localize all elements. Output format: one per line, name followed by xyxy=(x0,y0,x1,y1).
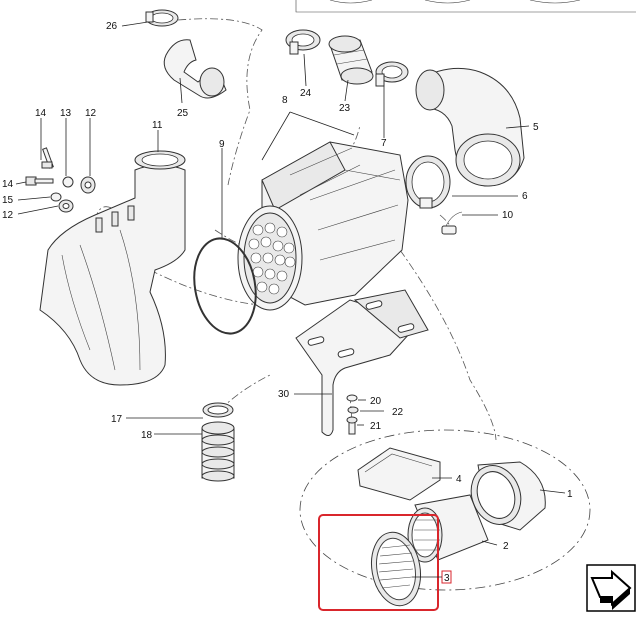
bellows-hose-18 xyxy=(201,421,235,482)
callout-12-lower: 12 xyxy=(2,210,14,221)
callout-20: 20 xyxy=(370,396,382,407)
callout-labels: 26 25 24 23 8 7 5 14 13 12 11 9 14 15 12… xyxy=(2,21,573,584)
inset-box-fragment xyxy=(295,0,636,13)
intake-duct-11 xyxy=(39,150,186,386)
large-elbow-hose-5 xyxy=(415,67,525,187)
sensor-10 xyxy=(441,211,463,235)
callout-24: 24 xyxy=(300,88,312,99)
callout-26: 26 xyxy=(106,21,118,32)
callout-25: 25 xyxy=(177,108,189,119)
selected-part-highlight[interactable] xyxy=(318,514,439,611)
hose-clamp-24 xyxy=(285,29,321,55)
outlet-hose-1 xyxy=(470,461,546,531)
callout-10: 10 xyxy=(502,210,514,221)
callout-23: 23 xyxy=(339,103,351,114)
filter-element-3 xyxy=(371,531,421,607)
hose-2 xyxy=(407,494,489,563)
callout-22: 22 xyxy=(392,407,404,418)
connector-hose-23 xyxy=(328,35,374,85)
callout-5: 5 xyxy=(533,122,539,133)
bracket-hardware xyxy=(346,394,359,435)
cover-plate-4 xyxy=(357,447,441,501)
callout-9: 9 xyxy=(219,139,225,150)
housing-seal-9 xyxy=(193,237,257,335)
callout-18: 18 xyxy=(141,430,153,441)
bolts-and-washers-lower xyxy=(25,176,74,213)
callout-15: 15 xyxy=(2,195,14,206)
callout-17: 17 xyxy=(111,414,123,425)
next-page-arrow-icon[interactable] xyxy=(586,564,636,612)
bolts-and-washers-top xyxy=(41,147,96,194)
leader-lines xyxy=(15,21,566,578)
callout-12-top: 12 xyxy=(85,108,97,119)
air-filter-housing-8 xyxy=(237,141,409,311)
callout-11: 11 xyxy=(152,120,163,131)
callout-13: 13 xyxy=(60,108,72,119)
callout-3: 3 xyxy=(444,573,450,584)
mounting-bracket-30 xyxy=(295,289,429,436)
elbow-hose-25-end xyxy=(199,67,225,97)
callout-7: 7 xyxy=(381,138,387,149)
callout-30: 30 xyxy=(278,389,290,400)
detail-group-outline xyxy=(299,429,591,591)
callout-8: 8 xyxy=(282,95,288,106)
hose-clamp-26 xyxy=(145,9,179,27)
callout-4: 4 xyxy=(456,474,462,485)
callout-6: 6 xyxy=(522,191,528,202)
callout-2: 2 xyxy=(503,541,509,552)
callout-1: 1 xyxy=(567,489,573,500)
hose-clamp-6 xyxy=(405,155,451,209)
callout-14-lower: 14 xyxy=(2,179,14,190)
callout-14-top: 14 xyxy=(35,108,47,119)
ring-17 xyxy=(202,402,234,418)
callout-21: 21 xyxy=(370,421,382,432)
hose-clamp-7 xyxy=(375,61,409,87)
